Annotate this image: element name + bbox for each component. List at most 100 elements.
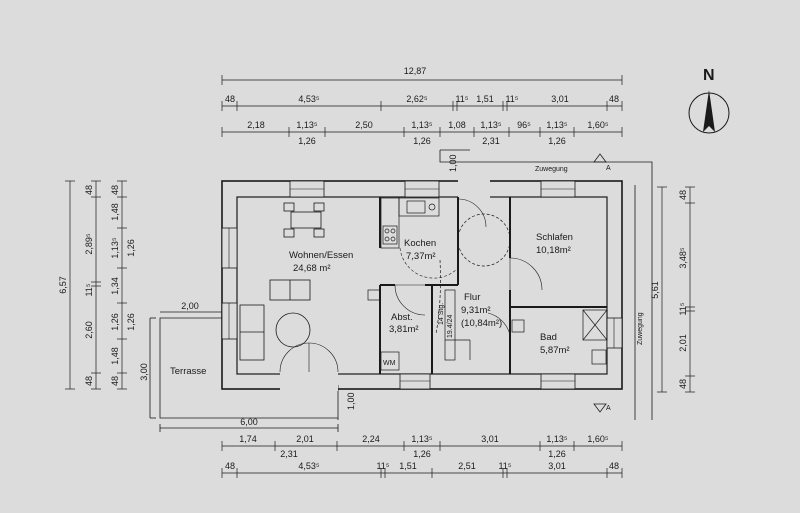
shaft-icon xyxy=(367,289,381,301)
dim-bottom-r2: 1,26 xyxy=(548,449,566,459)
room-flur-name: Flur xyxy=(464,292,480,303)
room-flur-area-2: (10,84m²) xyxy=(461,318,502,329)
dim-top-r2: 2,50 xyxy=(355,120,373,130)
dim-left-r1: 2,60 xyxy=(84,321,94,339)
dim-top-r1: 4,53⁵ xyxy=(298,94,320,104)
dim-bottom-r1: 2,01 xyxy=(296,434,314,444)
north-arrow-icon: N xyxy=(688,67,730,134)
zuwegung-label-side: Zuwegung xyxy=(637,312,644,345)
kitchen-counter xyxy=(380,197,440,249)
dim-top-r1: 48 xyxy=(225,94,235,104)
dim-right-total: 5,61 xyxy=(650,281,660,299)
dim-bottom-r1: 1,60⁵ xyxy=(587,434,609,444)
room-abst-area: 3,81m² xyxy=(389,324,419,335)
sofa xyxy=(239,279,311,361)
dim-bottom-r1: 3,01 xyxy=(481,434,499,444)
dim-top-r1: 11⁵ xyxy=(455,94,468,104)
dim-terrace-width: 2,00 xyxy=(181,301,199,311)
kitchen-turn-circle xyxy=(399,247,459,279)
washing-machine-icon xyxy=(380,351,400,371)
dim-top-total: 12,87 xyxy=(404,66,427,76)
dim-bottom-r1: 1,13⁵ xyxy=(546,434,568,444)
flur-details xyxy=(435,213,511,361)
dim-entry-top: 1,00 xyxy=(448,154,458,172)
dim-left-r1: 2,89⁵ xyxy=(84,233,94,255)
room-wohnen-name: Wohnen/Essen xyxy=(289,250,353,261)
dim-bottom-r3: 11⁵ xyxy=(498,461,511,471)
dim-right-r1: 11⁵ xyxy=(678,302,688,315)
room-schlafen-name: Schlafen xyxy=(536,232,573,243)
dim-top-r1: 2,62⁵ xyxy=(406,94,428,104)
dim-right-r1: 48 xyxy=(678,190,688,200)
room-kochen-area: 7,37m² xyxy=(406,251,436,262)
dim-top-r3: 1,26 xyxy=(548,136,566,146)
doors xyxy=(279,198,543,373)
dim-top-r2: 2,18 xyxy=(247,120,265,130)
dim-bottom-r3: 48 xyxy=(225,461,235,471)
windows xyxy=(221,180,623,390)
window-glass xyxy=(228,188,615,382)
dim-bottom-r2: 1,26 xyxy=(413,449,431,459)
dim-right-r1: 3,48⁵ xyxy=(678,247,688,269)
stair-label-2: 19.4/24 xyxy=(447,315,454,338)
dim-bottom-r3: 11⁵ xyxy=(376,461,389,471)
dim-top-r1: 1,51 xyxy=(476,94,494,104)
dim-top-r3: 1,26 xyxy=(413,136,431,146)
dim-left-r1: 48 xyxy=(84,185,94,195)
patio-door-opening xyxy=(280,372,338,391)
room-kochen-name: Kochen xyxy=(404,238,436,249)
dim-left-r1: 48 xyxy=(84,376,94,386)
dim-bottom-r3: 2,51 xyxy=(458,461,476,471)
dim-top-r2: 96⁵ xyxy=(517,120,531,130)
dim-bottom-r1: 1,13⁵ xyxy=(411,434,433,444)
dim-bottom-r3: 1,51 xyxy=(399,461,417,471)
dim-entry-bottom: 1,00 xyxy=(346,392,356,410)
dim-left-r3: 1,26 xyxy=(126,313,136,331)
room-abst-name: Abst. xyxy=(391,312,413,323)
dim-top-r1: 3,01 xyxy=(551,94,569,104)
dim-left-r3: 1,26 xyxy=(126,239,136,257)
dim-terrace-len: 6,00 xyxy=(240,417,258,427)
stair-label: 14 Stg. xyxy=(438,303,445,325)
dim-top-r2: 1,13⁵ xyxy=(546,120,568,130)
dim-left-r2: 1,26 xyxy=(110,313,120,331)
dim-bottom-r3: 4,53⁵ xyxy=(298,461,320,471)
dim-top-r1: 11⁵ xyxy=(505,94,518,104)
wm-label: WM xyxy=(383,360,396,367)
room-bad-name: Bad xyxy=(540,332,557,343)
dim-bottom-r2: 2,31 xyxy=(280,449,298,459)
dim-left-r2: 1,48 xyxy=(110,347,120,365)
room-wohnen-area: 24,68 m² xyxy=(293,263,331,274)
dim-top-r2: 1,13⁵ xyxy=(480,120,502,130)
dim-top-r2: 1,60⁵ xyxy=(587,120,609,130)
dim-left-r2: 48 xyxy=(110,185,120,195)
room-schlafen-area: 10,18m² xyxy=(536,245,571,256)
dim-bottom-r1: 1,74 xyxy=(239,434,257,444)
dim-left-r1: 11⁵ xyxy=(84,283,94,296)
dim-right-r1: 2,01 xyxy=(678,334,688,352)
dim-left-r2: 48 xyxy=(110,376,120,386)
room-bad-area: 5,87m² xyxy=(540,345,570,356)
section-a-bottom: A xyxy=(606,405,611,412)
interior-walls xyxy=(379,197,607,374)
section-marker-icon xyxy=(593,153,607,413)
dim-bottom-r1: 2,24 xyxy=(362,434,380,444)
dim-top-r3: 2,31 xyxy=(482,136,500,146)
dim-bottom-r3: 3,01 xyxy=(548,461,566,471)
dim-left-r2: 1,13⁵ xyxy=(110,237,120,259)
dim-right-r1: 48 xyxy=(678,379,688,389)
dim-top-r2: 1,13⁵ xyxy=(411,120,433,130)
zuwegung-label-top: Zuwegung xyxy=(535,166,568,173)
dim-left-r2: 1,34 xyxy=(110,277,120,295)
section-a-top: A xyxy=(606,165,611,172)
room-flur-area: 9,31m² xyxy=(461,305,491,316)
dim-bottom-r3: 48 xyxy=(609,461,619,471)
dim-top-r3: 1,26 xyxy=(298,136,316,146)
room-terrasse-name: Terrasse xyxy=(170,366,206,377)
dim-top-r2: 1,13⁵ xyxy=(296,120,318,130)
entrance-opening xyxy=(458,179,490,199)
north-label: N xyxy=(703,67,715,84)
dim-top-r2: 1,08 xyxy=(448,120,466,130)
terrace xyxy=(149,311,339,432)
